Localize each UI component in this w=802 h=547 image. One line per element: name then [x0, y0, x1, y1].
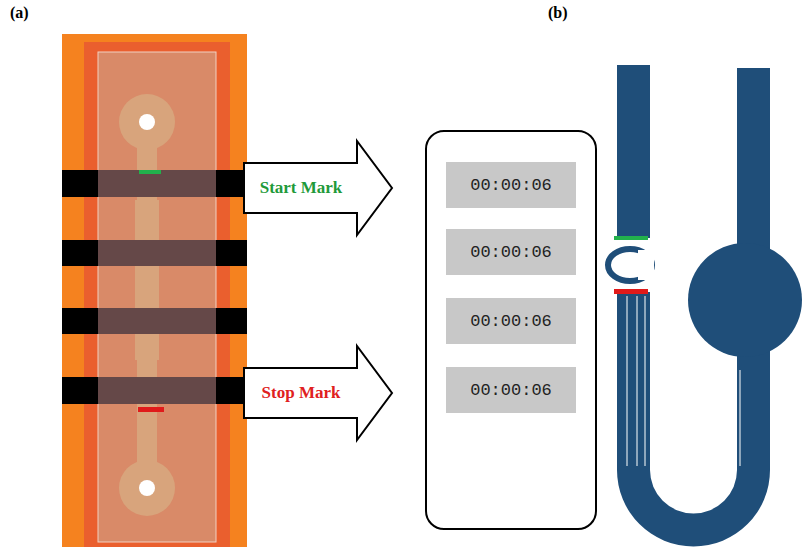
timer-value: 00:00:06	[470, 381, 552, 400]
u-tube	[617, 65, 802, 547]
start-mark-line	[614, 236, 648, 240]
block-arrow-outline	[244, 346, 392, 440]
stop-mark-line	[138, 407, 164, 412]
timer-display: 00:00:06	[446, 298, 576, 344]
device-frame	[84, 42, 230, 547]
timer-display: 00:00:06	[446, 229, 576, 275]
inlet-hole	[139, 114, 155, 130]
device-substrate	[98, 52, 216, 542]
tube-lines	[627, 296, 740, 466]
panel-label: (a)	[10, 4, 29, 22]
start-mark-line	[139, 170, 161, 174]
timer-value: 00:00:06	[470, 176, 552, 195]
block-arrow: Start Mark	[243, 140, 393, 236]
timer-panel	[426, 131, 596, 529]
mark-label: Start Mark	[260, 178, 343, 198]
stop-mark-line	[614, 289, 648, 294]
timer-value: 00:00:06	[470, 312, 552, 331]
device-outer	[62, 34, 247, 547]
block-arrow: Stop Mark	[243, 345, 393, 441]
block-arrow-outline	[244, 141, 392, 235]
timer-value: 00:00:06	[470, 243, 552, 262]
outlet-hole	[139, 480, 155, 496]
timer-display: 00:00:06	[446, 162, 576, 208]
loop-gap	[638, 250, 654, 280]
sensor-bands	[62, 170, 247, 404]
timer-display: 00:00:06	[446, 367, 576, 413]
mark-label: Stop Mark	[262, 383, 341, 403]
channel	[119, 94, 175, 516]
panel-label: (b)	[548, 4, 568, 22]
